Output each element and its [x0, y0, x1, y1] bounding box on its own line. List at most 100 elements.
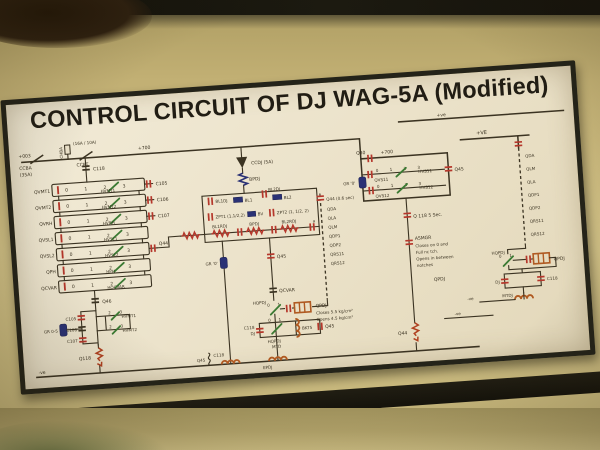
neg-ve-right-2: -ve	[454, 311, 461, 316]
plus003-label: +003	[18, 153, 31, 160]
bl1-comp	[233, 196, 243, 203]
plus700-left-label: +700	[138, 145, 151, 152]
hvmt2-label: HVMT2	[102, 204, 117, 210]
gr0-mid-label: GR '0'	[205, 261, 218, 267]
qdp1a-label: QDP1	[329, 233, 341, 239]
qda2-label: QDA	[525, 153, 535, 159]
bl1dj-contact	[207, 197, 214, 206]
ccba-label: CCBA	[19, 165, 33, 172]
hvmt1b-ticks: 2 3	[108, 309, 123, 315]
q45-curly-label: Q45	[197, 358, 206, 364]
zpt2-contact	[268, 208, 275, 217]
qvsl1-label: QVSL1	[38, 237, 53, 244]
hqpdj1-label: HQPDJ	[253, 300, 267, 306]
hvmt2b-label: HVMT2	[122, 327, 137, 333]
qpdj-coil	[293, 300, 312, 314]
dj-holding-circuit: QDA QLM QLA QDP1 QDP2 QRS11 QRS12 HQPDJ …	[444, 140, 565, 320]
asmgr-label: ASMGR	[415, 235, 432, 242]
row4-ticks: 0 1 2 3	[68, 232, 129, 242]
bl2-label: BL2	[284, 195, 292, 201]
chba-rating: (16A / 10A)	[73, 140, 97, 147]
q44-breaker-label: Q44	[398, 330, 408, 337]
interlock-block: Q46 C105 C106 C107 2 3 HVMT1 2 3 HVMT2 G…	[44, 289, 138, 374]
hqpdj3-ticks: 0 1	[499, 253, 513, 259]
gr0-drum-right	[358, 176, 367, 189]
qpdj-closes-note: Closes 5.5 kg/cm²	[316, 308, 353, 316]
neg-ve-left-label: -ve	[38, 371, 46, 376]
qcvar-mid-label: QCVAR	[279, 287, 295, 294]
qvs11-label: QVS11	[374, 177, 389, 183]
q45b-label: Q45	[325, 323, 335, 330]
plus700-right-label: +700	[380, 149, 393, 156]
qdp1b-label: QDP1	[528, 192, 540, 198]
dj-middle-column: CCDJ (5A) BPDJ BL1DJ BL1 BL2DJ BL2 ZPT1 …	[156, 146, 321, 249]
bl2-comp	[272, 193, 283, 201]
hqpdj2-ticks: 0 1	[268, 317, 282, 323]
hvs11-label: HVS11	[418, 168, 432, 174]
asmgr-note-4: notches	[417, 262, 434, 268]
q45-right-label: Q45	[454, 166, 464, 173]
chba-label: CHBA	[58, 147, 64, 159]
circuit-sign-board: CONTROL CIRCUIT OF DJ WAG-5A (Modified) …	[0, 60, 596, 395]
dj2-label: DJ	[495, 279, 500, 284]
c105-label: C105	[155, 181, 167, 188]
qpdj-mid-label: QPDJ	[315, 303, 326, 310]
gr05-drum	[59, 323, 68, 337]
bl1dj-label: BL1DJ	[215, 198, 227, 204]
zpt2-label: ZPT2 (1, 1/2, 2)	[277, 208, 310, 215]
q44-breaker	[411, 321, 421, 342]
qvmt2-label: QVMT2	[35, 205, 52, 212]
mtdj-label: MTDJ	[502, 293, 513, 299]
hvsl2-label: HVSL2	[105, 252, 119, 258]
qpdj-opens-note: Opens 4.5 kg/cm²	[316, 314, 353, 322]
qrs12a-label: QRS12	[331, 260, 346, 266]
hvmt1b-label: HVMT1	[121, 313, 136, 319]
qpdj3-coil	[532, 251, 551, 265]
hvmt2b-ticks: 2 3	[109, 323, 124, 329]
qcvar-label: QCVAR	[41, 285, 57, 292]
q30-label: Q30	[356, 150, 366, 157]
bpdj-label: BPDJ	[249, 176, 260, 183]
qvrh-label: QVRH	[39, 221, 53, 228]
bl2rdj-label: BL2RDJ	[281, 218, 296, 224]
ccba-rating: (35A)	[20, 172, 33, 179]
qrs11a-label: QRS11	[330, 251, 345, 257]
hqpdj3-label: HQPDJ	[491, 250, 505, 256]
ladder-row-qvmt1: QVMT1 0 1 2 3 HVMT1 C105	[34, 177, 168, 198]
asmgr-note-1: Closes on 0 and	[415, 241, 448, 248]
row6-ticks: 0 1 2 3	[71, 264, 132, 274]
qvs11-ticks: 0 1 2 3	[376, 165, 421, 173]
asmgr-note-3: Opens in between	[416, 254, 454, 262]
hvmt1-label: HVMT1	[100, 188, 115, 194]
row2-ticks: 0 1 2 3	[66, 200, 127, 210]
row7-ticks: 0 1 2 3	[72, 280, 133, 290]
chba-fuse	[63, 144, 71, 155]
middle-interlock-chain: Q44 (0.6 sec) QDA QLA QLM QDP1 QDP2 QRS1…	[312, 193, 355, 308]
q118-5sec-label: Q 118 5 Sec.	[413, 212, 442, 220]
a-label: a	[313, 218, 316, 223]
epdj-label: EPDJ	[263, 365, 273, 371]
qvmt1-label: QVMT1	[34, 189, 51, 196]
bv-label: BV	[258, 211, 264, 216]
gr05-label: GR 0-5	[44, 328, 59, 334]
q46-label: Q46	[102, 299, 112, 306]
dj-mid-label: DJ	[250, 331, 255, 336]
hqcvar-label: HQCVAR	[107, 284, 125, 290]
hvrh-label: HVRH	[103, 220, 115, 226]
qvs-box: +700 Q30 GR '0' 0 1 2 3 QVS11 HVS11 0 1 …	[343, 149, 464, 202]
c118-dj-label: C118	[244, 325, 255, 331]
qla2-label: QLA	[527, 179, 536, 185]
zpt1-contact	[207, 213, 214, 221]
qlm1-label: QLM	[328, 224, 338, 230]
c106-label: C106	[157, 197, 169, 204]
hvs12-label: HVS12	[419, 184, 433, 190]
zpt1-label: ZPT1 (1,1/2,2)	[215, 212, 245, 219]
ladder-row-qvrh: QVRH 0 1 2 3 HVRH C107	[39, 209, 170, 230]
plus-ve-right-label: +VE	[476, 130, 487, 137]
ladder-row-qvsl2: QVSL2 0 1 2 3 HVSL2 Q44	[40, 241, 168, 262]
qvsl2-label: QVSL2	[40, 253, 55, 260]
q118-label: Q118	[79, 355, 92, 362]
qvs12-ticks: 0 1 2 3	[377, 181, 422, 189]
bl1-label: BL1	[244, 197, 252, 203]
qph-label: QPH	[46, 269, 56, 276]
